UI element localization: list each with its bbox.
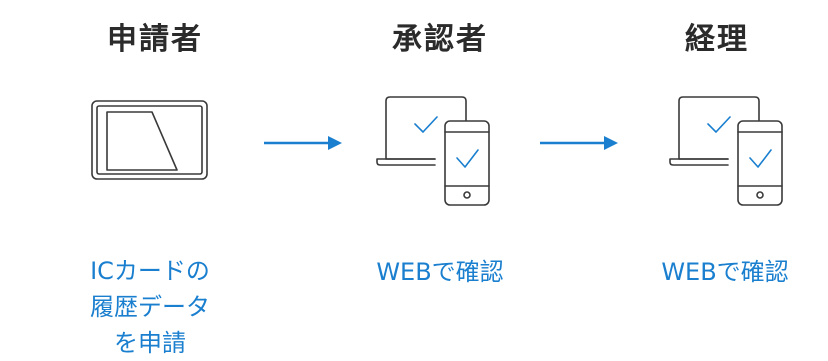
laptop-phone-check-icon-accounting [669, 96, 783, 206]
ic-card-icon [91, 100, 208, 180]
arrow-right-icon-2 [540, 136, 618, 150]
laptop-phone-check-icon-approver [376, 96, 490, 206]
role-title-applicant: 申請者 [107, 22, 203, 57]
caption-accounting: WEBで確認 [661, 258, 789, 286]
role-title-approver: 承認者 [392, 22, 488, 57]
caption-applicant: ICカードの履歴データを申請 [90, 257, 210, 357]
caption-approver: WEBで確認 [376, 258, 504, 286]
role-title-accounting: 経理 [685, 22, 749, 57]
flow-diagram [91, 96, 783, 206]
arrow-right-icon-1 [264, 136, 342, 150]
